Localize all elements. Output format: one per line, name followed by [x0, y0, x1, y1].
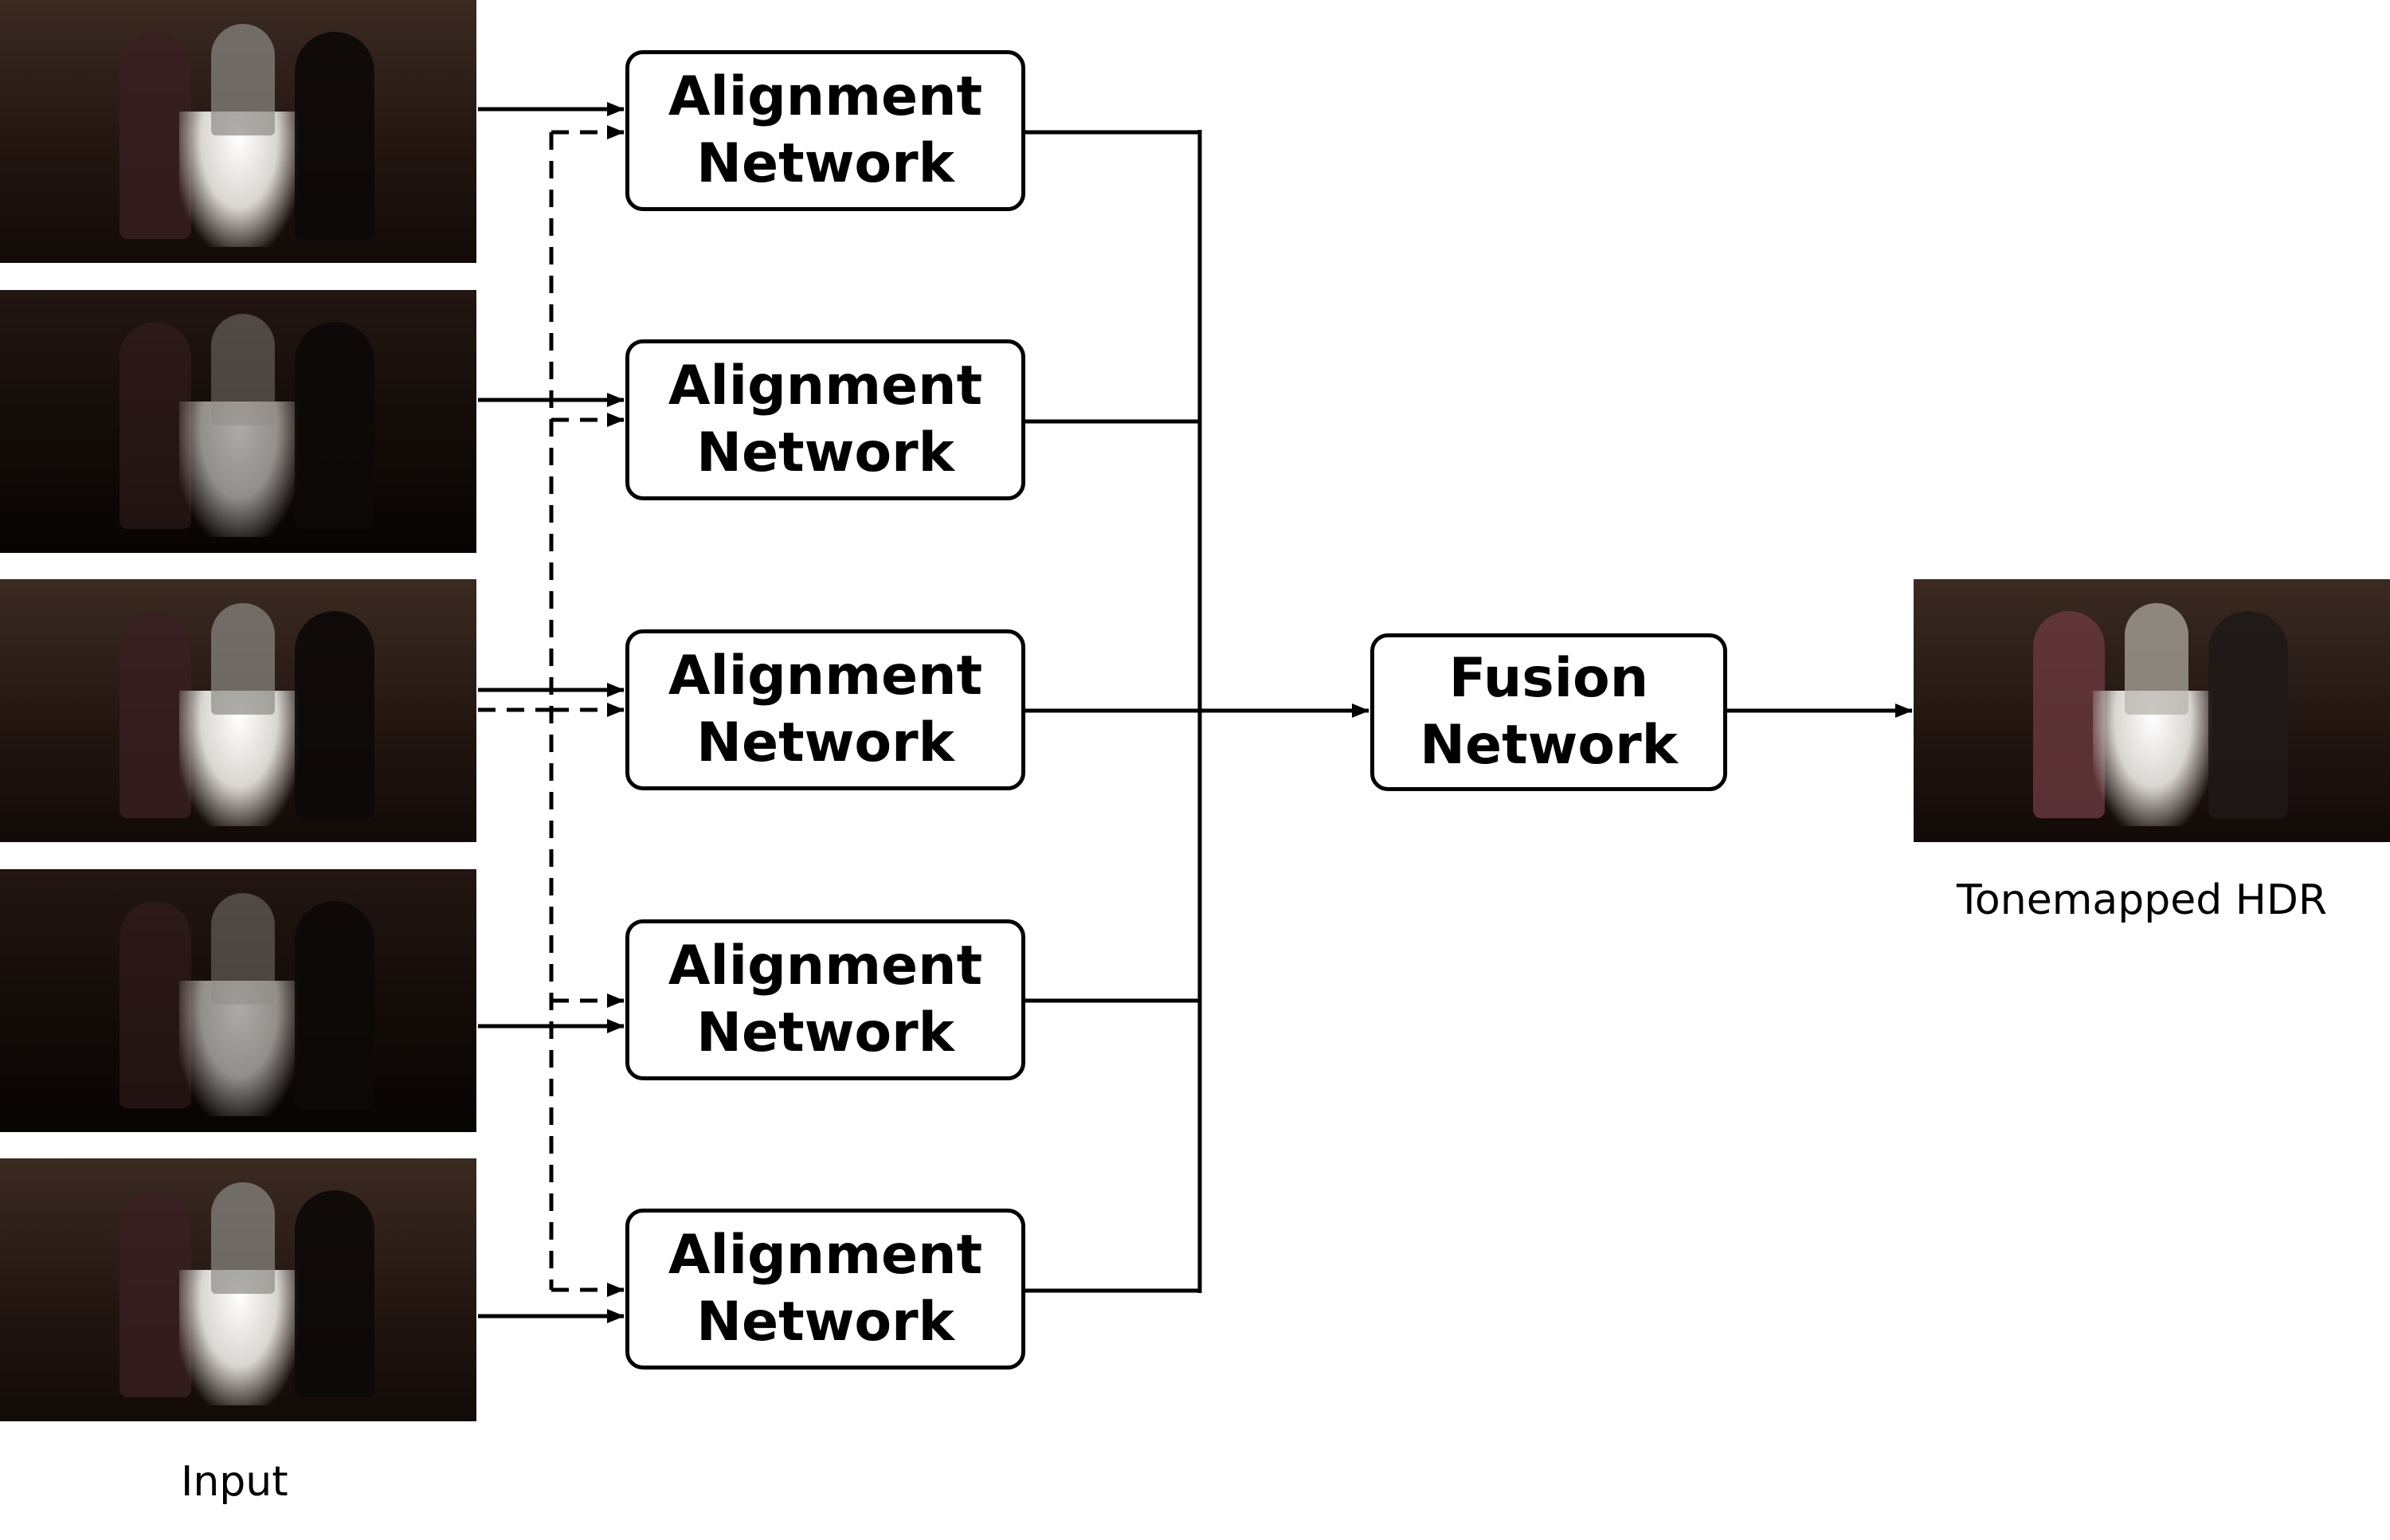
alignment-line1: Alignment	[668, 355, 983, 417]
input-frame-2	[0, 290, 476, 553]
output-label: Tonemapped HDR	[1957, 876, 2328, 924]
alignment-line2: Network	[696, 1291, 954, 1354]
fusion-line1: Fusion	[1448, 647, 1649, 710]
alignment-line1: Alignment	[668, 645, 983, 707]
alignment-line1: Alignment	[668, 935, 983, 997]
alignment-line2: Network	[696, 421, 954, 484]
input-frame-4	[0, 869, 476, 1132]
fusion-line2: Network	[1420, 714, 1678, 777]
alignment-line1: Alignment	[668, 1224, 983, 1287]
input-frame-5	[0, 1158, 476, 1421]
alignment-line1: Alignment	[668, 65, 983, 128]
alignment-line2: Network	[696, 711, 954, 774]
input-label: Input	[181, 1458, 288, 1506]
alignment-line2: Network	[696, 1001, 954, 1064]
alignment-line2: Network	[696, 132, 954, 195]
input-frame-3	[0, 579, 476, 842]
tonemapped-hdr-image	[1914, 579, 2390, 842]
input-frame-1	[0, 0, 476, 263]
